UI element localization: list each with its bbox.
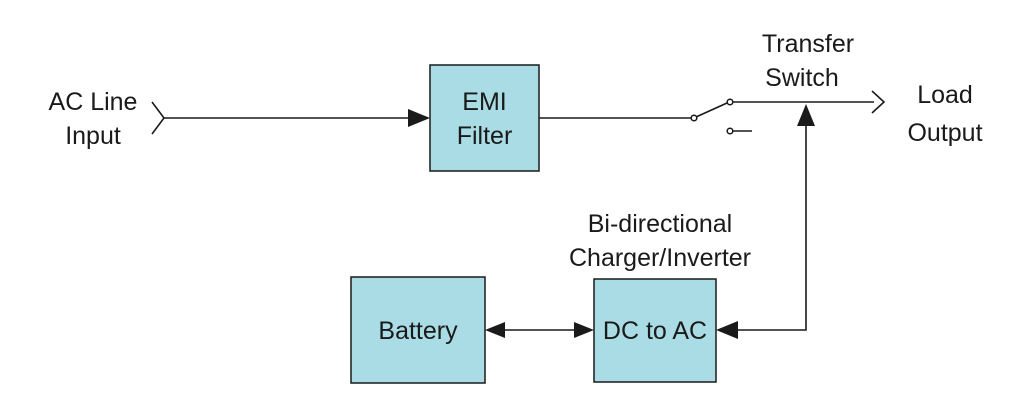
output-terminal-icon [871,90,886,114]
dc-to-ac-block: DC to AC [593,278,717,383]
transfer-switch-label: Transfer Switch [762,30,854,92]
charger-inverter-label: Bi-directional Charger/Inverter [569,210,751,272]
emi-filter-line1: EMI [462,88,506,116]
charger-inverter-line1: Bi-directional [588,210,733,238]
battery-block: Battery [350,276,486,384]
arrowhead-into-emi-icon [408,109,430,127]
transfer-switch-line2: Switch [765,64,839,92]
transfer-switch-line1: Transfer [762,30,854,58]
arrowhead-into-dc-to-ac-icon [574,322,594,338]
ac-line-input-label: AC Line Input [49,88,138,150]
ac-line-input-line1: AC Line [49,88,138,116]
input-terminal-icon [151,101,165,135]
dc-to-ac-label: DC to AC [603,317,707,345]
emi-filter-block: EMI Filter [429,64,540,172]
charger-inverter-line2: Charger/Inverter [569,244,751,272]
load-output-line1: Load [917,81,973,109]
arrowhead-into-switch-icon [797,104,815,126]
arrowhead-into-battery-icon [485,322,505,338]
wire-inverter-to-switch [734,124,807,331]
emi-filter-box [429,64,540,172]
battery-box [350,276,486,384]
ac-line-input-line2: Input [65,122,121,150]
battery-label: Battery [378,317,458,345]
emi-filter-line2: Filter [457,122,513,150]
arrowhead-into-inverter-icon [716,321,738,339]
load-output-label: Load Output [907,81,982,147]
load-output-line2: Output [907,119,982,147]
transfer-switch-icon [690,98,874,135]
dc-to-ac-box [593,278,717,383]
